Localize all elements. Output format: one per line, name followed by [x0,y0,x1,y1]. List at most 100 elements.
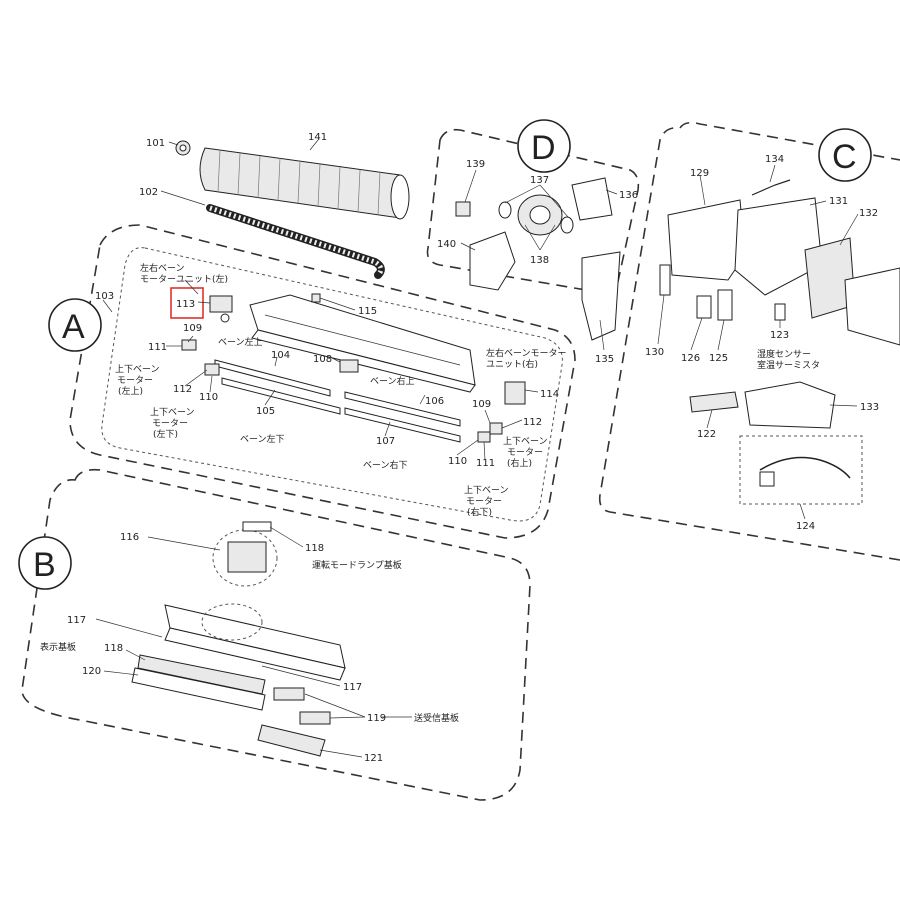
section-c-circle [818,128,872,182]
label-119: 119 [367,713,386,724]
mode-lamp-board-label: 運転モードランプ基板 [312,559,402,571]
label-130: 130 [645,347,664,358]
label-120: 120 [82,666,101,677]
section-b-circle [18,536,72,590]
label-125: 125 [709,353,728,364]
motor-bracket-right [571,177,613,221]
lr-vane-motor-right [504,381,526,405]
label-137: 137 [530,175,549,186]
label-135: 135 [595,354,614,365]
section-d-circle [517,119,571,173]
wire-harness-box [739,435,863,505]
electrical-box-left [667,199,746,281]
electrical-box-mid [734,197,823,296]
ud-motor-left-upper [181,339,197,351]
section-b-letter: B [33,546,56,584]
section-d-letter: D [531,129,556,167]
label-110a: 110 [199,392,218,403]
ud-left-upper-label-2: モーター [117,375,153,386]
leader-lines [95,139,859,758]
label-113: 113 [176,299,195,310]
label-102: 102 [139,187,158,198]
label-107: 107 [376,436,395,447]
ud-motor-left-lower [204,363,220,376]
lr-motor-left-label-1: 左右ベーン [140,262,185,274]
electrical-cover [844,267,900,346]
label-101: 101 [146,138,165,149]
ud-right-upper-label-1: 上下ベーン [503,436,548,447]
label-114: 114 [540,389,559,400]
part-125 [717,289,733,321]
section-a-circle [48,298,102,352]
ud-motor-right-upper [489,422,503,435]
ud-right-lower-label-3: (右下) [467,506,492,518]
lr-vane-motor-left [209,295,233,323]
lr-motor-left-label-2: モーターユニット(左) [140,273,228,285]
label-134: 134 [765,154,784,165]
label-124: 124 [796,521,815,532]
wire-134 [751,179,791,196]
panel-cover [131,667,266,711]
label-138: 138 [530,255,549,266]
fan-bearing [175,140,191,156]
vane-right-upper [344,391,461,427]
label-117a: 117 [67,615,86,626]
label-110b: 110 [448,456,467,467]
lr-motor-right-label-2: ユニット(右) [486,358,538,370]
label-122: 122 [697,429,716,440]
label-111a: 111 [148,342,167,353]
label-136: 136 [619,190,638,201]
section-c-letter: C [832,138,857,176]
part-115 [311,293,321,303]
fan-coupling [455,201,471,217]
label-103: 103 [95,291,114,302]
label-118a: 118 [305,543,324,554]
lr-motor-right-label-1: 左右ベーンモーター [486,347,567,359]
humidity-sensor-label: 湿度センサー [757,348,811,360]
cross-flow-fan [199,147,410,220]
vane-left-lower [221,377,341,415]
label-132: 132 [859,208,878,219]
label-106: 106 [425,396,444,407]
drain-hose [206,204,385,279]
label-118b: 118 [104,643,123,654]
ud-right-lower-label-1: 上下ベーン [464,485,509,496]
part-130 [659,264,671,296]
ud-right-upper-label-2: モーター [507,447,543,458]
room-thermistor-label: 室温サーミスタ [757,359,820,371]
label-104: 104 [271,350,290,361]
ud-left-upper-label-3: (左上) [118,385,143,397]
part-126 [696,295,712,319]
label-111b: 111 [476,458,495,469]
display-board-label: 表示基板 [40,641,76,653]
label-123: 123 [770,330,789,341]
label-141: 141 [308,132,327,143]
label-109b: 109 [472,399,491,410]
section-a-boundary [69,224,576,539]
label-112a: 112 [173,384,192,395]
part-135 [581,251,621,341]
label-126: 126 [681,353,700,364]
vane-frame [249,294,476,393]
section-a-inner-boundary [101,247,563,522]
section-c-boundary [598,121,900,561]
ud-motor-right-lower [477,431,491,443]
label-121: 121 [364,753,383,764]
motor-bracket-left [469,231,516,291]
section-a-letter: A [62,308,85,346]
board-122 [689,391,739,413]
highlight-box-113 [170,287,204,319]
mode-lamp-assembly [212,521,278,587]
label-105: 105 [256,406,275,417]
ud-left-lower-label-1: 上下ベーン [150,407,195,418]
part-108 [339,359,359,373]
label-140: 140 [437,239,456,250]
vane-right-lower [344,407,461,443]
transceiver-board-label: 送受信基板 [414,712,459,724]
label-112b: 112 [523,417,542,428]
label-129: 129 [690,168,709,179]
ud-left-lower-label-3: (左下) [153,428,178,440]
humidity-sensor-part [774,303,786,321]
label-109a: 109 [183,323,202,334]
